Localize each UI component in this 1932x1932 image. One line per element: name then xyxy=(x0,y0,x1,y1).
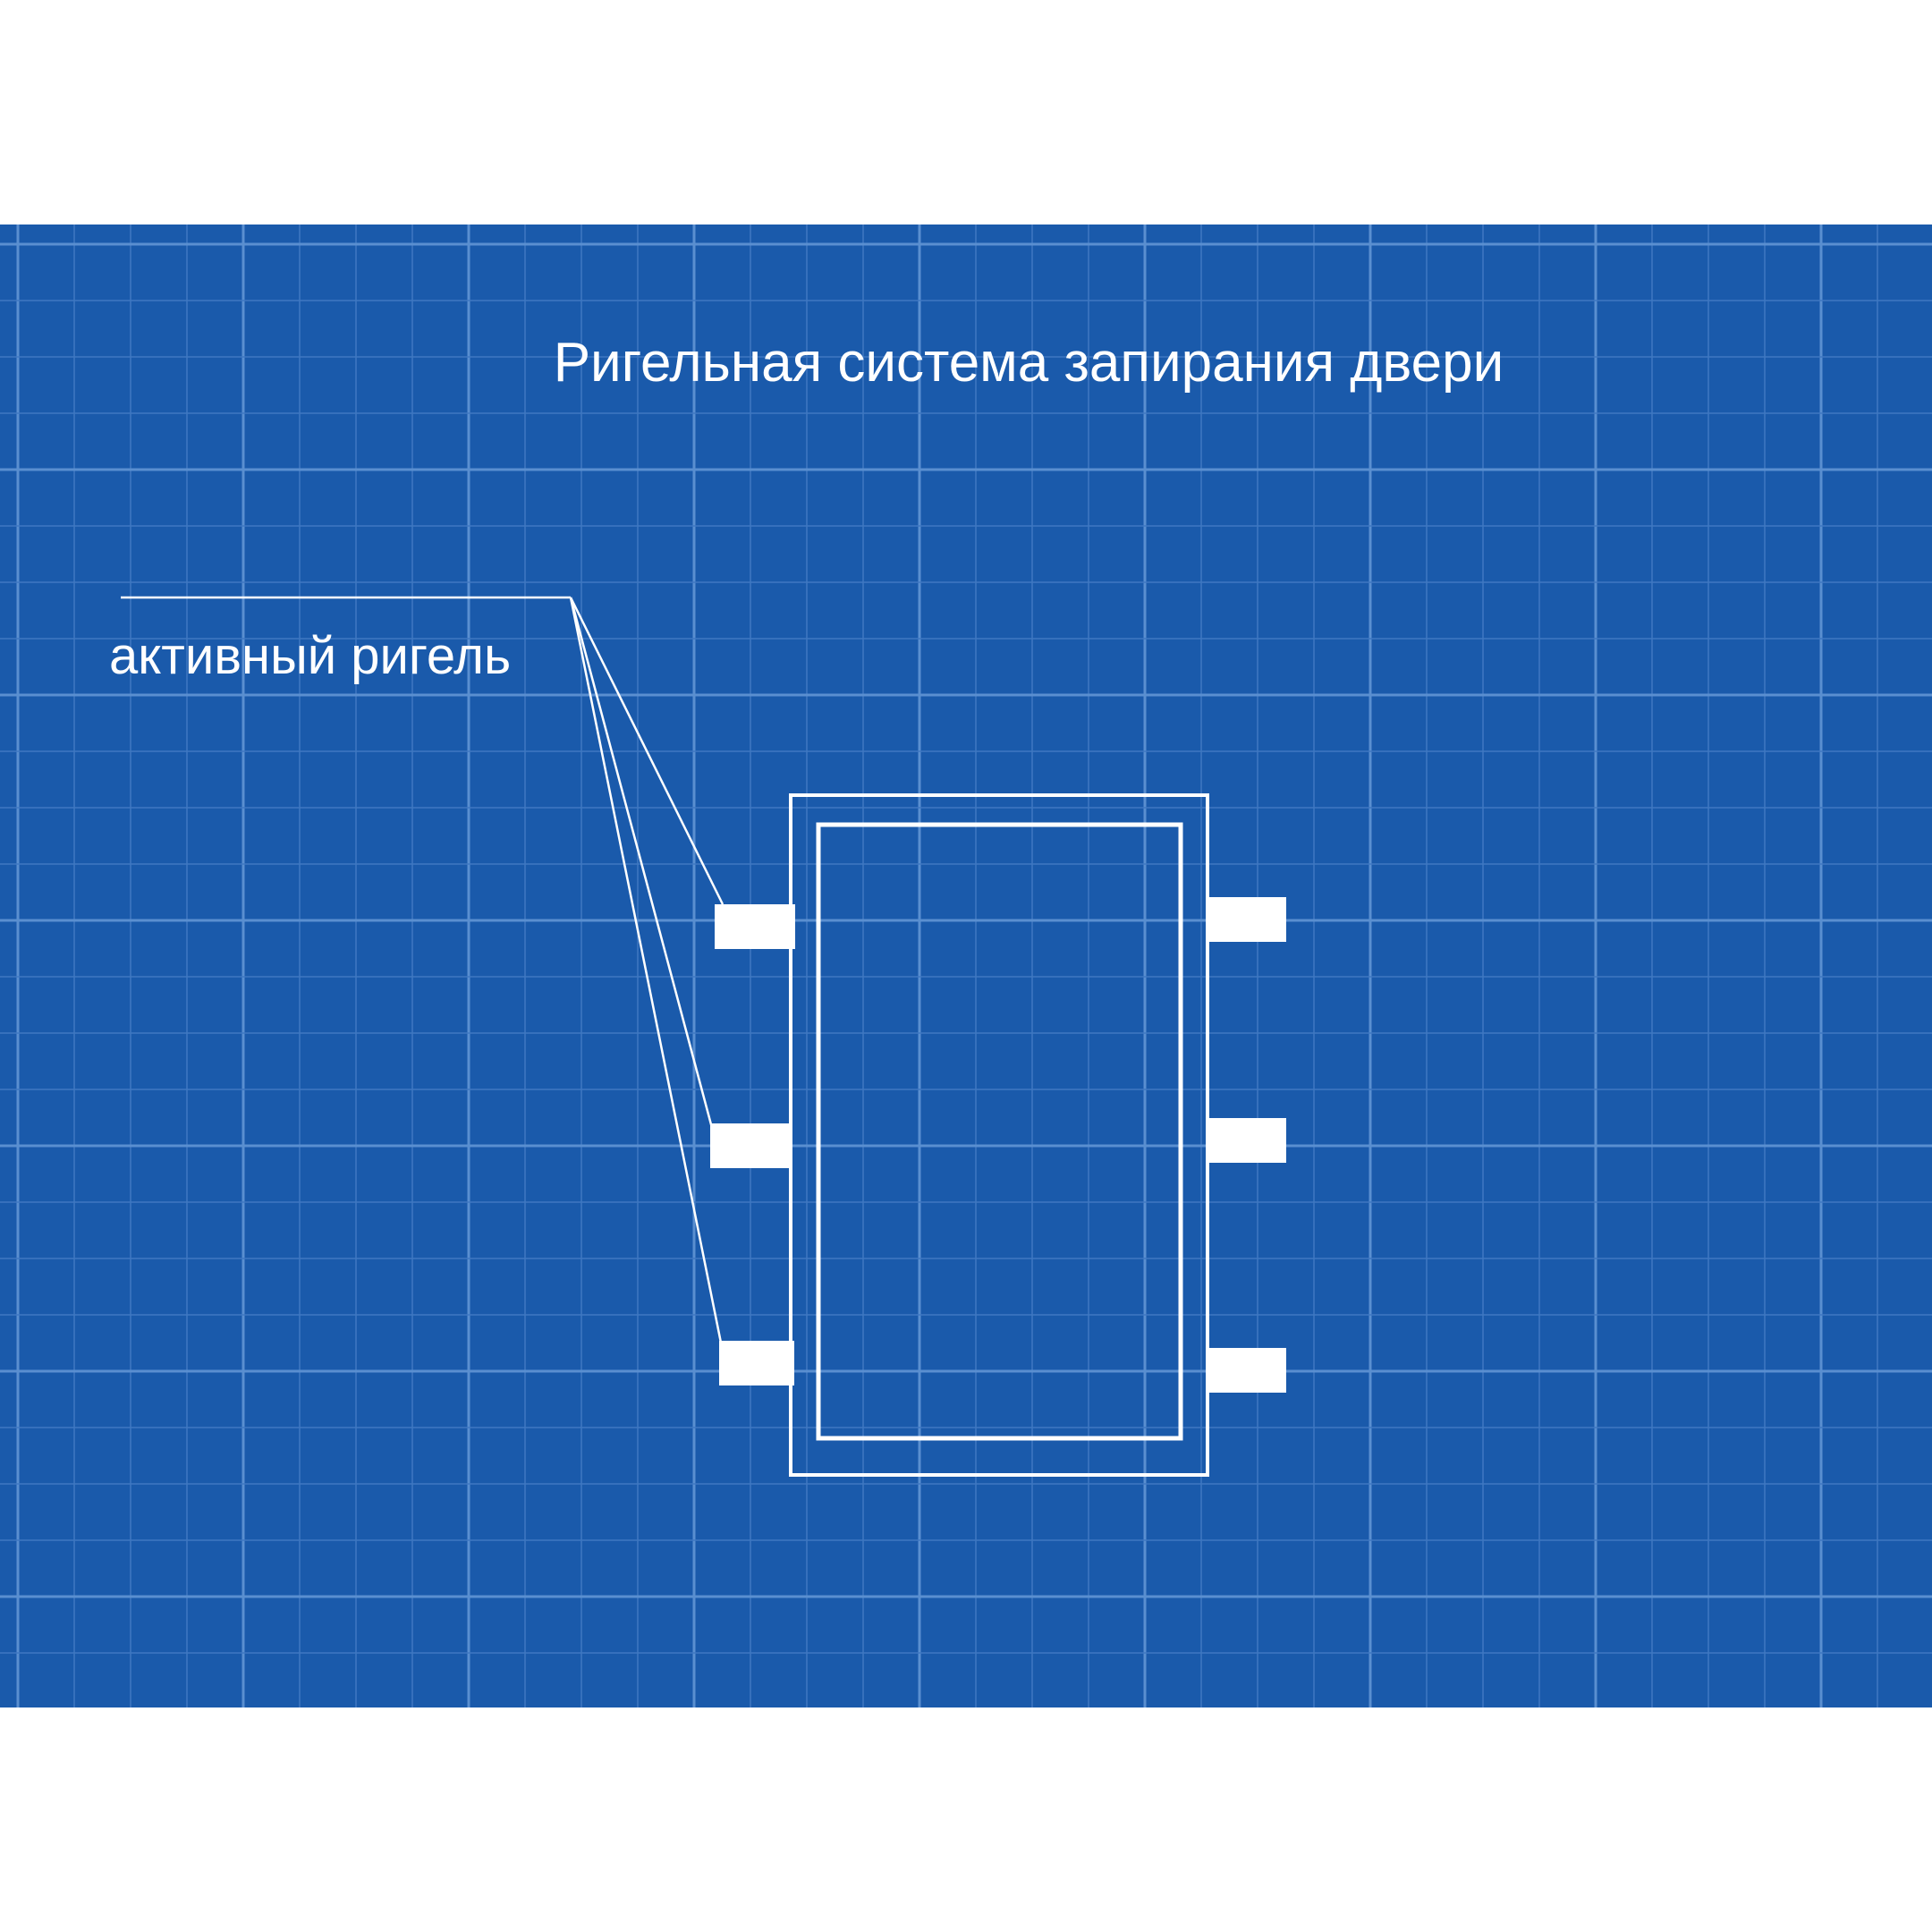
blueprint-background xyxy=(0,225,1932,1707)
blueprint-canvas: Ригельная система запирания двери активн… xyxy=(0,225,1932,1707)
active-bolt-bottom xyxy=(719,1341,794,1385)
blueprint-grid xyxy=(0,225,1932,1707)
active-bolt-middle xyxy=(710,1123,792,1168)
passive-bolt-bottom xyxy=(1206,1348,1286,1393)
passive-bolt-top xyxy=(1206,897,1286,942)
door-leaf-inner xyxy=(816,822,1183,1441)
diagram-title: Ригельная система запирания двери xyxy=(554,332,1504,394)
active-bolt-top xyxy=(715,904,795,949)
leader-line-top xyxy=(569,597,724,905)
leader-line-middle xyxy=(569,597,717,1142)
bolts xyxy=(710,897,1286,1393)
blueprint-diagram: Ригельная система запирания двери активн… xyxy=(0,225,1932,1707)
callout-leader xyxy=(121,596,726,1361)
passive-bolt-middle xyxy=(1206,1118,1286,1163)
leader-line-bottom xyxy=(569,597,726,1361)
callout-label: активный ригель xyxy=(109,627,511,685)
